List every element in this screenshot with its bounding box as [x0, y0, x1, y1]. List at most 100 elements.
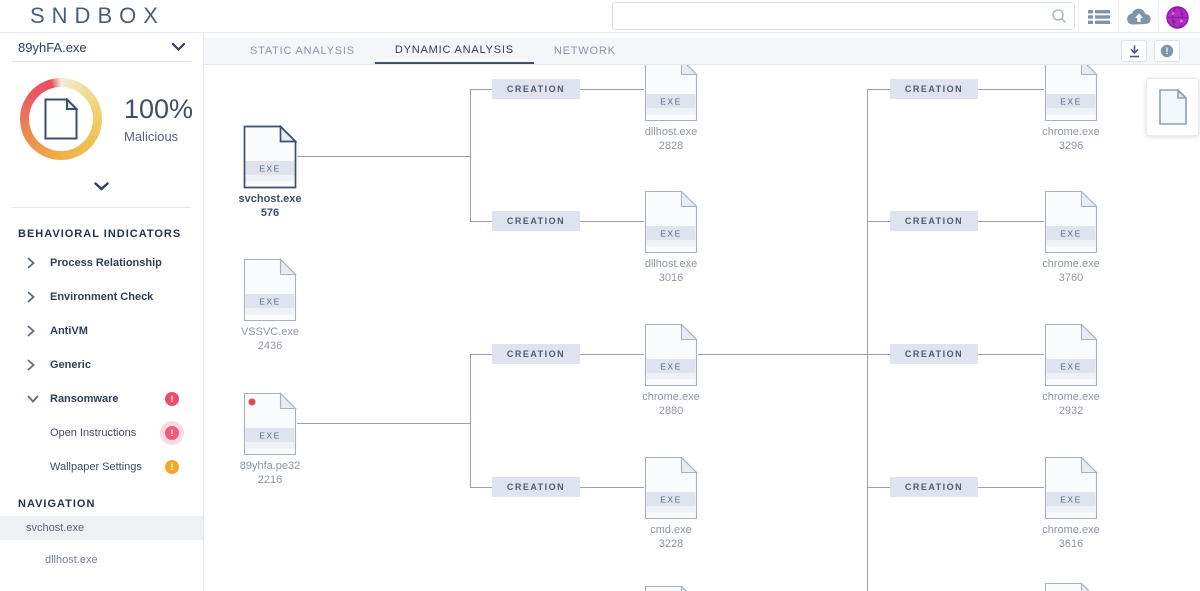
tab-bar: STATIC ANALYSIS DYNAMIC ANALYSIS NETWORK: [230, 38, 636, 64]
svg-text:EXE: EXE: [660, 362, 682, 372]
svg-text:EXE: EXE: [1060, 229, 1082, 239]
tab-dynamic-analysis[interactable]: DYNAMIC ANALYSIS: [374, 38, 534, 64]
nav-item-dllhost-exe[interactable]: dllhost.exe: [0, 548, 203, 572]
process-node-label: chrome.exe 3760: [1011, 257, 1131, 285]
svg-text:EXE: EXE: [1060, 97, 1082, 107]
indicator-label: Open Instructions: [50, 427, 137, 439]
creation-edge-label: CREATION: [890, 79, 978, 99]
minimap-file-panel[interactable]: [1146, 78, 1199, 136]
process-node-partial-bottom-2[interactable]: EXE: [1044, 582, 1098, 591]
indicator-generic[interactable]: Generic: [0, 348, 203, 382]
indicator-antivm[interactable]: AntiVM: [0, 314, 203, 348]
graph-edge: [580, 487, 644, 488]
process-node-dllhost-3016[interactable]: EXE: [644, 190, 698, 259]
process-node-cmd-3228[interactable]: EXE: [644, 456, 698, 525]
svg-text:EXE: EXE: [1060, 495, 1082, 505]
graph-edge: [580, 221, 644, 222]
process-node-label: chrome.exe 2932: [1011, 390, 1131, 418]
download-button[interactable]: [1121, 40, 1147, 62]
tab-static-analysis[interactable]: STATIC ANALYSIS: [250, 45, 355, 57]
graph-edge: [867, 354, 890, 355]
graph-edge: [978, 354, 1044, 355]
process-name: chrome.exe: [1042, 524, 1100, 536]
graph-edge: [297, 156, 470, 157]
indicator-process-relationship[interactable]: Process Relationship: [0, 246, 203, 280]
process-pid: 2932: [1058, 405, 1084, 417]
behavioral-indicators-heading: BEHAVIORAL INDICATORS: [18, 228, 182, 240]
indicator-open-instructions[interactable]: Open Instructions!: [0, 416, 203, 450]
process-node-chrome-2932[interactable]: EXE: [1044, 323, 1098, 392]
top-header: SNDBOX: [0, 0, 1200, 33]
search-icon[interactable]: [1051, 8, 1067, 29]
nav-item-svchost-exe[interactable]: svchost.exe: [0, 516, 203, 540]
process-node-svchost-576[interactable]: EXE: [243, 124, 298, 194]
header-separator: [1118, 0, 1119, 32]
indicator-environment-check[interactable]: Environment Check: [0, 280, 203, 314]
file-icon: [44, 98, 78, 140]
graph-edge: [867, 487, 890, 488]
process-name: chrome.exe: [1042, 258, 1100, 270]
graph-edge: [867, 89, 890, 90]
process-node-chrome-2880[interactable]: EXE: [644, 323, 698, 392]
graph-edge: [470, 89, 492, 90]
indicator-ransomware[interactable]: Ransomware!: [0, 382, 203, 416]
creation-edge-label: CREATION: [492, 344, 580, 364]
process-name: chrome.exe: [1042, 391, 1100, 403]
creation-edge-label: CREATION: [492, 79, 580, 99]
process-pid: 3760: [1058, 272, 1084, 284]
nav-item-label: dllhost.exe: [45, 554, 98, 566]
global-search: [612, 2, 1075, 30]
process-node-chrome-3760[interactable]: EXE: [1044, 190, 1098, 259]
process-name: chrome.exe: [642, 391, 700, 403]
process-pid: 3296: [1058, 140, 1084, 152]
process-name: svchost.exe: [238, 193, 302, 205]
list-view-icon[interactable]: [1085, 5, 1113, 29]
process-node-chrome-3296[interactable]: EXE: [1044, 65, 1098, 127]
sidebar-divider: [12, 207, 191, 208]
analysis-toolbar: STATIC ANALYSIS DYNAMIC ANALYSIS NETWORK !: [204, 38, 1200, 65]
toolbar-actions: !: [1121, 38, 1200, 64]
process-name: 89yhfa.pe32: [239, 460, 301, 472]
avatar-globe-icon[interactable]: [1163, 5, 1191, 29]
search-input[interactable]: [612, 2, 1075, 30]
expand-details-chevron[interactable]: [0, 182, 203, 191]
sndbox-logo: SNDBOX: [30, 3, 165, 28]
alert-badge: !: [165, 392, 179, 406]
tab-network[interactable]: NETWORK: [553, 45, 616, 57]
process-node-89yhfa-2216[interactable]: EXE: [243, 392, 297, 461]
indicator-wallpaper-settings[interactable]: Wallpaper Settings!: [0, 450, 203, 484]
process-node-dllhost-2828[interactable]: EXE: [644, 65, 698, 127]
svg-text:!: !: [1166, 46, 1169, 56]
process-name: VSSVC.exe: [240, 326, 300, 338]
process-pid: 2828: [658, 140, 684, 152]
svg-text:EXE: EXE: [1060, 362, 1082, 372]
graph-edge: [978, 487, 1044, 488]
graph-edge: [297, 423, 470, 424]
malicious-score: 100% Malicious: [20, 78, 203, 160]
info-button[interactable]: !: [1154, 40, 1180, 62]
indicator-label: Generic: [50, 359, 91, 371]
graph-edge: [580, 354, 644, 355]
graph-edge: [978, 221, 1044, 222]
chevron-right-icon: [27, 325, 39, 337]
process-node-chrome-3616[interactable]: EXE: [1044, 456, 1098, 525]
score-percent: 100%: [124, 94, 194, 124]
cloud-upload-icon[interactable]: [1125, 5, 1153, 29]
header-separator: [1158, 0, 1159, 32]
sample-name: 89yhFA.exe: [18, 39, 87, 55]
indicator-label: Wallpaper Settings: [50, 461, 142, 473]
sample-dropdown[interactable]: 89yhFA.exe: [12, 33, 191, 62]
chevron-right-icon: [27, 359, 39, 371]
graph-edge: [867, 89, 868, 591]
process-node-partial-bottom-1[interactable]: EXE: [644, 585, 698, 591]
indicator-label: Environment Check: [50, 291, 154, 303]
process-node-vssvc-2436[interactable]: EXE: [243, 258, 297, 327]
navigation-heading: NAVIGATION: [18, 498, 96, 510]
